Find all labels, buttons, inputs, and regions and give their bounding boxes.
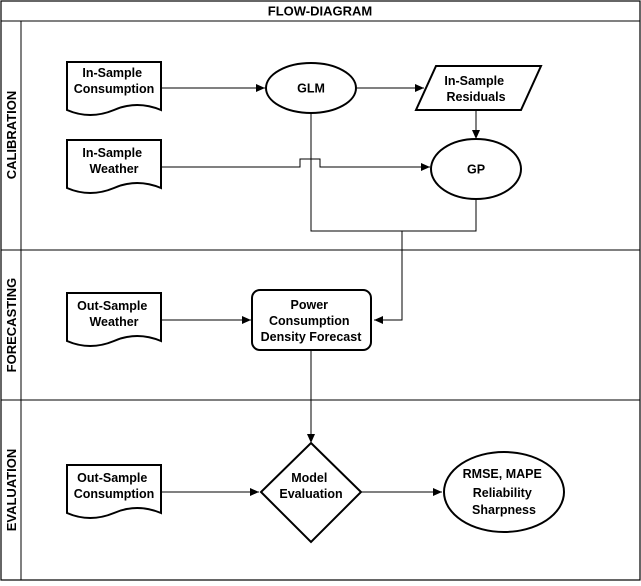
node-glm: GLM bbox=[265, 62, 357, 114]
node-label-line: Residuals bbox=[446, 90, 505, 104]
node-label-line: RMSE, MAPE bbox=[463, 467, 542, 481]
node-label-line: Model bbox=[291, 471, 327, 485]
node-label-line: Evaluation bbox=[279, 487, 342, 501]
svg-text:In-Sample Consumption: In-Sample Consumption bbox=[74, 66, 155, 96]
node-label-line: Power bbox=[291, 298, 329, 312]
node-label-line: GP bbox=[467, 163, 485, 177]
node-in-sample-weather: In-Sample Weather bbox=[66, 139, 162, 194]
node-in-sample-residuals: In-Sample Residuals bbox=[414, 65, 543, 111]
svg-text:Model Evaluation: Model Evaluation bbox=[279, 471, 342, 501]
edge-glm-gp-merge bbox=[310, 113, 477, 232]
node-label-line: Out-Sample bbox=[77, 471, 147, 485]
lane-label-calibration: CALIBRATION bbox=[4, 91, 19, 180]
diagram-title: FLOW-DIAGRAM bbox=[268, 4, 372, 19]
lane-label-forecasting: FORECASTING bbox=[4, 278, 19, 373]
svg-text:Power Consumption: Power Consumption Density Forecast bbox=[261, 298, 363, 344]
node-model-evaluation: Model Evaluation bbox=[259, 441, 363, 544]
node-in-sample-consumption: In-Sample Consumption bbox=[66, 61, 162, 116]
edge-weather-to-gp bbox=[161, 158, 430, 171]
node-metrics: RMSE, MAPE Reliability Sharpness bbox=[443, 451, 565, 533]
node-density-forecast: Power Consumption Density Forecast bbox=[251, 289, 372, 351]
node-label-line: Weather bbox=[89, 162, 138, 176]
node-label-line: Density Forecast bbox=[261, 330, 363, 344]
svg-text:Out-Sample Weather: Out-Sample Weather bbox=[77, 299, 151, 329]
node-label-line: In-Sample bbox=[444, 74, 504, 88]
svg-text:In-Sample Residuals: In-Sample Residuals bbox=[444, 74, 507, 104]
node-out-sample-consumption: Out-Sample Consumption bbox=[66, 464, 162, 519]
lane-label-evaluation: EVALUATION bbox=[4, 449, 19, 532]
node-label-line: In-Sample bbox=[82, 146, 142, 160]
node-label-line: GLM bbox=[297, 82, 325, 96]
node-label-line: Consumption bbox=[74, 487, 155, 501]
edges bbox=[161, 84, 480, 496]
node-label-line: Weather bbox=[89, 315, 138, 329]
node-label-line: Out-Sample bbox=[77, 299, 147, 313]
svg-text:GLM: GLM bbox=[297, 82, 325, 96]
node-gp: GP bbox=[430, 138, 522, 200]
svg-text:In-Sample Weather: In-Sample Weather bbox=[82, 146, 145, 176]
node-label-line: Reliability bbox=[473, 486, 532, 500]
node-label-line: Consumption bbox=[74, 82, 155, 96]
node-label-line: Sharpness bbox=[472, 503, 536, 517]
svg-text:GP: GP bbox=[467, 163, 485, 177]
node-out-sample-weather: Out-Sample Weather bbox=[66, 292, 162, 347]
node-label-line: Consumption bbox=[269, 314, 350, 328]
svg-text:Out-Sample Consumption: Out-Sample Consumption bbox=[74, 471, 155, 501]
svg-text:RMSE, MAPE Reliability: RMSE, MAPE Reliability Sharpness bbox=[463, 467, 546, 517]
node-label-line: In-Sample bbox=[82, 66, 142, 80]
edge-merge-to-forecast bbox=[374, 231, 403, 324]
